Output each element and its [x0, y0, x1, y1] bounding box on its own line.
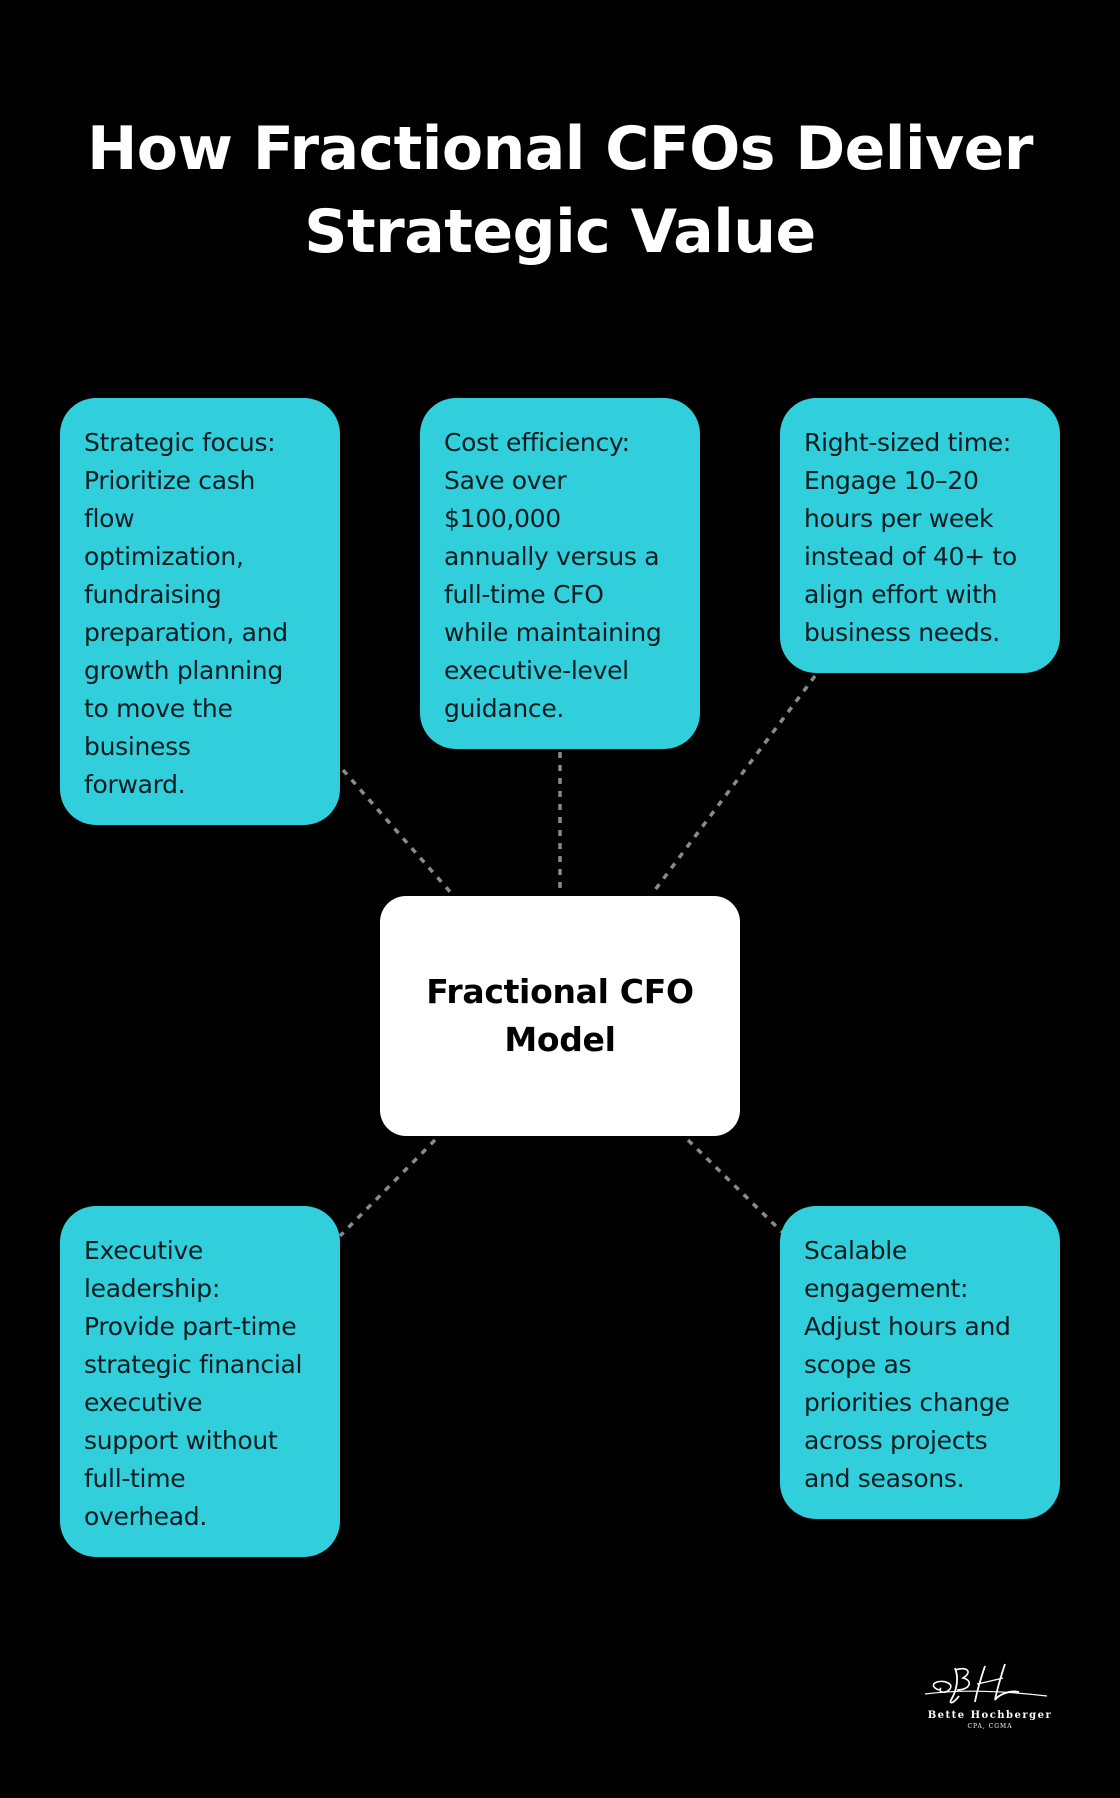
- box-line: growth planning: [84, 656, 283, 685]
- box-line: Adjust hours and: [804, 1312, 1011, 1341]
- box-cost-efficiency: Cost efficiency: Save over $100,000 annu…: [420, 398, 700, 749]
- box-line: Strategic focus:: [84, 428, 276, 457]
- box-line: preparation, and: [84, 618, 288, 647]
- box-line: across projects: [804, 1426, 988, 1455]
- box-line: Save over: [444, 466, 567, 495]
- box-executive-leadership: Executive leadership: Provide part-time …: [60, 1206, 340, 1557]
- signature-monogram-icon: [924, 1663, 1048, 1704]
- box-line: while maintaining: [444, 618, 662, 647]
- center-label-line-2: Model: [504, 1020, 616, 1059]
- connector-strategic-focus: [341, 768, 454, 896]
- box-line: support without: [84, 1426, 278, 1455]
- box-line: priorities change: [804, 1388, 1010, 1417]
- box-line: Provide part-time: [84, 1312, 297, 1341]
- title-line-2: Strategic Value: [304, 197, 816, 267]
- center-label: Fractional CFO Model: [426, 968, 694, 1064]
- box-strategic-focus: Strategic focus: Prioritize cash flow op…: [60, 398, 340, 825]
- box-line: business: [84, 732, 191, 761]
- box-line: Scalable: [804, 1236, 907, 1265]
- box-right-sized-time: Right-sized time: Engage 10–20 hours per…: [780, 398, 1060, 673]
- box-line: Prioritize cash: [84, 466, 256, 495]
- logo-credentials: CPA, CGMA: [967, 1723, 1013, 1730]
- box-line: align effort with: [804, 580, 998, 609]
- box-line: hours per week: [804, 504, 994, 533]
- brand-logo: Bette Hochberger CPA, CGMA: [915, 1660, 1065, 1732]
- box-line: Executive: [84, 1236, 204, 1265]
- box-line: engagement:: [804, 1274, 969, 1303]
- box-line: flow: [84, 504, 135, 533]
- box-line: fundraising: [84, 580, 222, 609]
- box-line: overhead.: [84, 1502, 207, 1531]
- box-line: $100,000: [444, 504, 561, 533]
- box-line: Right-sized time:: [804, 428, 1011, 457]
- logo-name: Bette Hochberger: [927, 1710, 1053, 1721]
- box-line: Engage 10–20: [804, 466, 979, 495]
- box-line: to move the: [84, 694, 233, 723]
- box-line: executive: [84, 1388, 203, 1417]
- box-line: and seasons.: [804, 1464, 965, 1493]
- box-line: optimization,: [84, 542, 244, 571]
- infographic-title: How Fractional CFOs Deliver Strategic Va…: [60, 108, 1060, 274]
- box-line: business needs.: [804, 618, 1000, 647]
- box-line: executive-level: [444, 656, 629, 685]
- connector-executive-leadership: [338, 1138, 437, 1238]
- center-label-line-1: Fractional CFO: [426, 972, 694, 1011]
- box-line: Cost efficiency:: [444, 428, 630, 457]
- box-line: full-time CFO: [444, 580, 604, 609]
- box-line: strategic financial: [84, 1350, 303, 1379]
- title-line-1: How Fractional CFOs Deliver: [87, 114, 1033, 184]
- box-line: annually versus a: [444, 542, 660, 571]
- box-scalable-engagement: Scalable engagement: Adjust hours and sc…: [780, 1206, 1060, 1519]
- box-line: instead of 40+ to: [804, 542, 1017, 571]
- box-line: scope as: [804, 1350, 912, 1379]
- box-line: leadership:: [84, 1274, 220, 1303]
- box-line: forward.: [84, 770, 186, 799]
- box-line: guidance.: [444, 694, 565, 723]
- connector-right-sized-time: [650, 674, 817, 896]
- box-line: full-time: [84, 1464, 186, 1493]
- center-node: Fractional CFO Model: [380, 896, 740, 1136]
- connector-scalable-engagement: [686, 1138, 784, 1234]
